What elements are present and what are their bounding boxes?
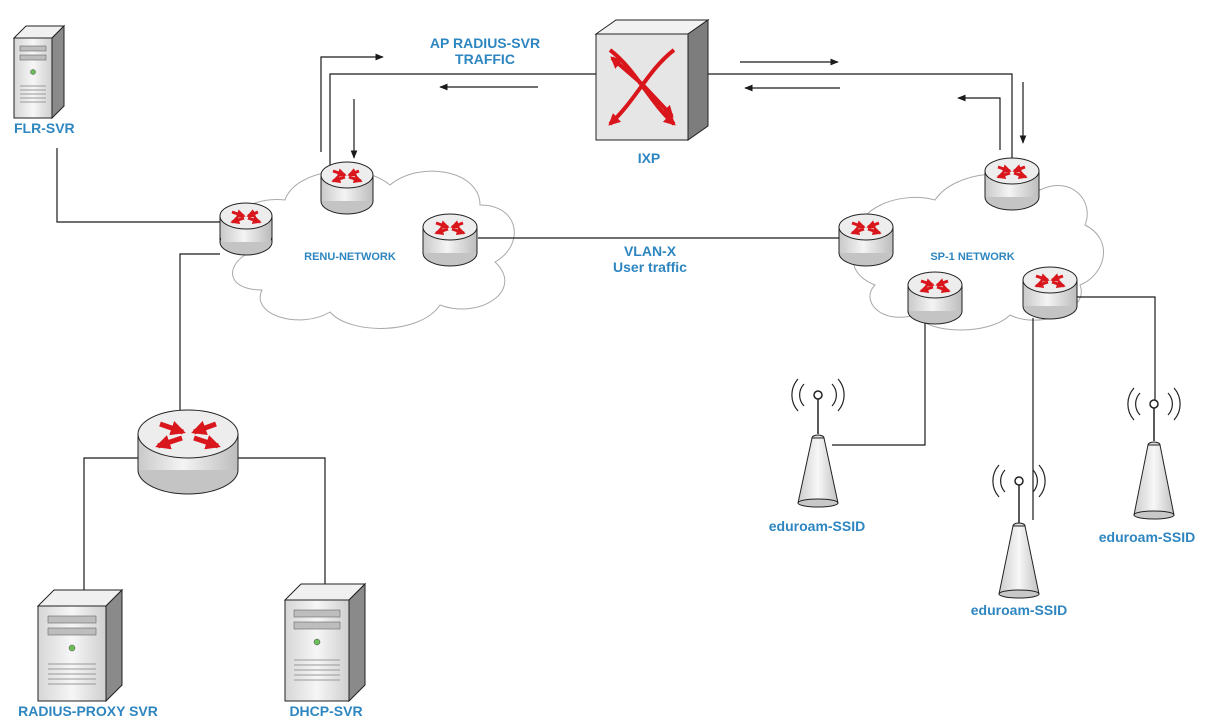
eduroam-ssid-left-label: eduroam-SSID (768, 518, 866, 534)
flr-svr-label: FLR-SVR (14, 120, 75, 136)
access-point-middle-icon (992, 464, 1046, 599)
sp1-bottom-left-router-icon (907, 271, 963, 325)
renu-up-arrow (320, 53, 384, 152)
eduroam-ssid-middle-label: eduroam-SSID (970, 602, 1068, 618)
renu-edge-router-icon (219, 202, 273, 256)
ap-radius-traffic-line2: TRAFFIC (455, 51, 515, 68)
traffic-arrows (320, 53, 1027, 159)
renu-right-router-icon (422, 213, 478, 267)
ixp-label: IXP (637, 150, 661, 166)
core-to-radius-proxy-link (83, 457, 138, 590)
sp1-left-router-icon (838, 213, 894, 267)
core-to-dhcp-link (238, 457, 326, 585)
sp1-up-arrow (957, 94, 1001, 150)
renu-network-cloud (231, 170, 515, 329)
ixp-to-renu-link (329, 73, 596, 166)
ap-radius-traffic-line1: AP RADIUS-SVR (429, 35, 541, 51)
renu-edge-to-core-link (179, 253, 220, 415)
sp1-router-to-ap-right-link (1077, 296, 1156, 402)
flr-to-renu-edge-link (56, 148, 220, 223)
sp1-router-to-ap-left-link (832, 322, 926, 446)
dhcp-svr-label: DHCP-SVR (289, 703, 363, 719)
eduroam-ssid-right-label: eduroam-SSID (1098, 529, 1196, 545)
radius-proxy-server-icon (36, 588, 124, 703)
vlan-line2: User traffic (613, 259, 687, 276)
vlan-user-traffic-label: VLAN-X User traffic (595, 243, 705, 275)
flr-svr-server-icon (12, 24, 66, 120)
ixp-to-sp1-link (706, 73, 1013, 166)
vlan-line1: VLAN-X (623, 243, 677, 259)
core-router-icon (137, 409, 239, 495)
ixp-switch-icon (594, 19, 710, 141)
sp1-bottom-right-router-icon (1022, 266, 1078, 320)
connection-lines (56, 73, 1156, 590)
radius-proxy-svr-label: RADIUS-PROXY SVR (18, 703, 158, 719)
access-point-left-icon (791, 378, 845, 508)
access-point-right-icon (1127, 387, 1181, 520)
sp1-top-router-icon (984, 157, 1040, 211)
sp1-network-label: SP-1 NETWORK (930, 251, 1015, 263)
ap-radius-traffic-label: AP RADIUS-SVR TRAFFIC (405, 35, 565, 67)
renu-network-label: RENU-NETWORK (304, 251, 396, 263)
renu-top-router-icon (320, 161, 374, 215)
dhcp-server-icon (283, 582, 367, 703)
